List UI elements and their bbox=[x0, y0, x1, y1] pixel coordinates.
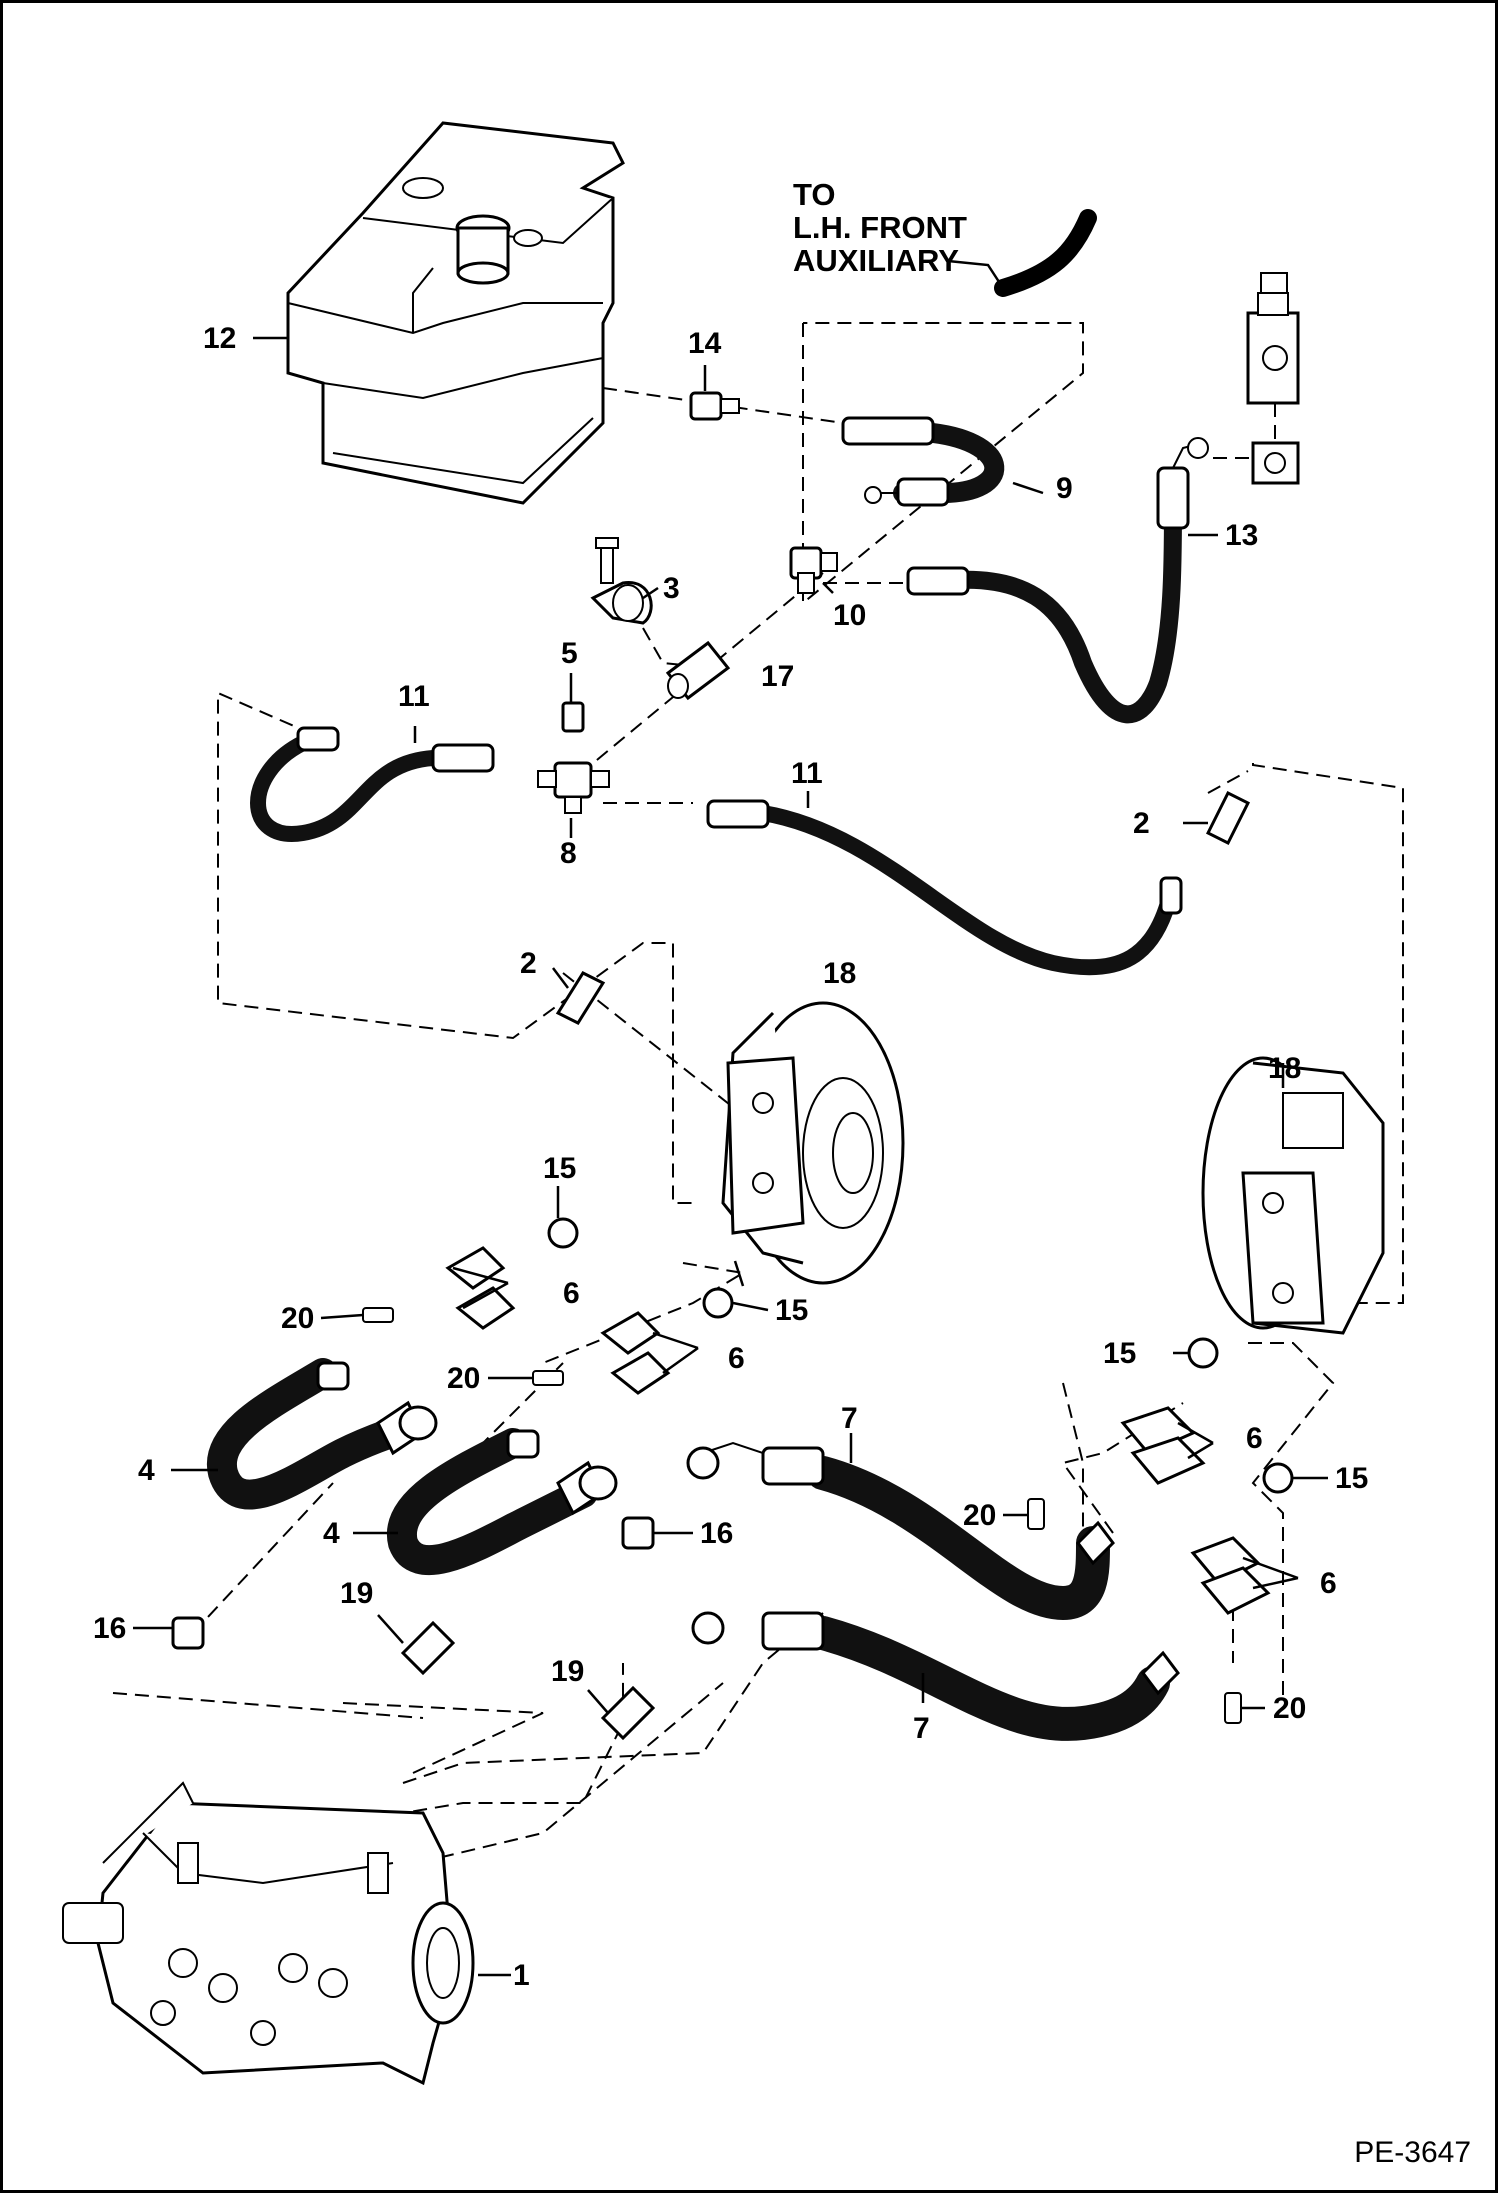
callout-1: 1 bbox=[513, 1959, 530, 1992]
callout-11-left: 11 bbox=[398, 680, 430, 713]
auxiliary-note: TO L.H. FRONT AUXILIARY bbox=[793, 177, 967, 278]
callout-12: 12 bbox=[203, 322, 236, 355]
auxiliary-hose-stub bbox=[947, 209, 1097, 297]
callout-16-left: 16 bbox=[93, 1612, 126, 1645]
tee-fitting-10 bbox=[789, 546, 838, 594]
callout-8: 8 bbox=[560, 837, 577, 870]
callout-20-c: 20 bbox=[963, 1499, 996, 1532]
flange-halves-6 bbox=[445, 1246, 1271, 1615]
hydraulic-parts-diagram: 1 2 2 3 4 4 5 6 6 6 6 7 7 8 9 10 11 11 1… bbox=[62, 121, 1404, 2086]
callout-19-left: 19 bbox=[340, 1577, 373, 1610]
callout-6-c: 6 bbox=[1246, 1422, 1263, 1455]
hydrostatic-pump-1 bbox=[62, 1781, 475, 2086]
clamp-3 bbox=[590, 537, 653, 625]
o-rings-15 bbox=[547, 1217, 1294, 1494]
callout-16-right: 16 bbox=[700, 1517, 733, 1550]
hoses-4 bbox=[207, 1358, 618, 1576]
callout-20-d: 20 bbox=[1273, 1692, 1306, 1725]
callout-4-right: 4 bbox=[323, 1517, 340, 1550]
callout-7-top: 7 bbox=[841, 1402, 858, 1435]
callout-20-b: 20 bbox=[447, 1362, 480, 1395]
fitting-14 bbox=[689, 391, 740, 421]
hydraulic-reservoir bbox=[286, 121, 625, 505]
drive-motor-18-left bbox=[721, 1001, 905, 1285]
callout-15-d: 15 bbox=[1335, 1462, 1368, 1495]
connector-2-left bbox=[555, 971, 606, 1025]
fittings-16 bbox=[171, 1516, 655, 1650]
callout-18-left: 18 bbox=[823, 957, 856, 990]
relief-valve-assembly bbox=[1213, 272, 1300, 485]
callout-15-a: 15 bbox=[543, 1152, 576, 1185]
callout-6-d: 6 bbox=[1320, 1567, 1337, 1600]
callout-3: 3 bbox=[663, 572, 680, 605]
callout-14: 14 bbox=[688, 327, 722, 360]
callout-9: 9 bbox=[1056, 472, 1073, 505]
callout-6-a: 6 bbox=[563, 1277, 580, 1310]
note-line-3: AUXILIARY bbox=[793, 243, 959, 278]
drive-motor-18-right bbox=[1201, 1056, 1385, 1335]
bolts-20 bbox=[362, 1307, 1242, 1724]
figure-id: PE-3647 bbox=[1354, 2136, 1471, 2169]
callout-2-right: 2 bbox=[1133, 807, 1150, 840]
callout-20-a: 20 bbox=[281, 1302, 314, 1335]
hoses-7 bbox=[686, 1441, 1180, 1741]
callout-11-right: 11 bbox=[791, 757, 823, 790]
cap-5 bbox=[561, 701, 585, 733]
hose-9 bbox=[841, 416, 1005, 507]
fittings-19 bbox=[400, 1620, 656, 1741]
callout-18-right: 18 bbox=[1268, 1052, 1301, 1085]
hose-11-right bbox=[706, 799, 1183, 976]
note-line-1: TO bbox=[793, 177, 836, 212]
callout-leader-lines bbox=[133, 336, 1328, 1977]
tee-fitting-8 bbox=[537, 761, 610, 814]
callout-13: 13 bbox=[1225, 519, 1258, 552]
hose-11-left bbox=[250, 726, 495, 842]
hose-13 bbox=[906, 437, 1209, 724]
callout-4-left: 4 bbox=[138, 1454, 155, 1487]
callout-15-b: 15 bbox=[775, 1294, 808, 1327]
callout-15-c: 15 bbox=[1103, 1337, 1136, 1370]
callout-numbers: 1 2 2 3 4 4 5 6 6 6 6 7 7 8 9 10 11 11 1… bbox=[93, 322, 1368, 1992]
connector-2-right bbox=[1205, 790, 1251, 846]
callout-6-b: 6 bbox=[728, 1342, 745, 1375]
callout-10: 10 bbox=[833, 599, 866, 632]
note-line-2: L.H. FRONT bbox=[793, 210, 967, 245]
callout-17: 17 bbox=[761, 660, 794, 693]
coupler-17 bbox=[665, 640, 731, 701]
callout-19-right: 19 bbox=[551, 1655, 584, 1688]
callout-5: 5 bbox=[561, 637, 578, 670]
callout-2-left: 2 bbox=[520, 947, 537, 980]
callout-7-bottom: 7 bbox=[913, 1712, 930, 1745]
